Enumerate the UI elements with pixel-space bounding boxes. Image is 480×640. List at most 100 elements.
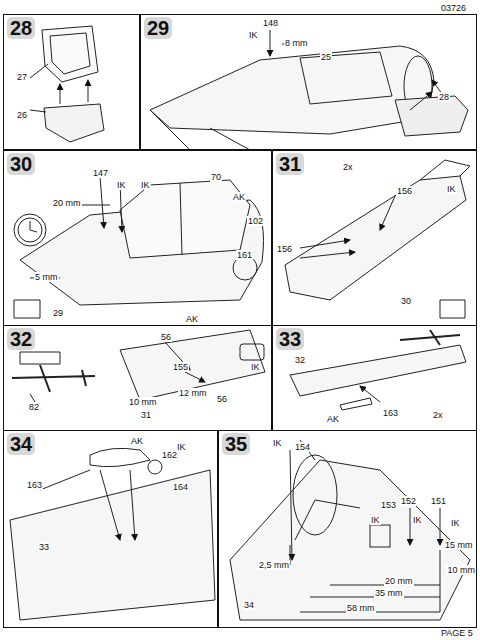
step-panel: 28 [3, 14, 140, 150]
drawing-stroke [30, 110, 46, 112]
callout-number: AK [326, 414, 340, 424]
callout-number: 15 mm [444, 540, 474, 550]
callout-number: 8 mm [284, 38, 309, 48]
callout-number: 26 [16, 110, 28, 120]
callout-number: 156 [276, 244, 293, 254]
drawing-stroke [14, 300, 40, 318]
drawing-stroke [40, 470, 90, 490]
drawing-stroke [30, 230, 37, 232]
step-number: 33 [276, 328, 304, 350]
step-panel: 33 [272, 325, 477, 431]
callout-number: 102 [247, 216, 264, 226]
drawing-stroke [44, 104, 104, 142]
callout-number: 161 [236, 250, 253, 260]
callout-number: 147 [92, 168, 109, 178]
callout-number: 56 [216, 394, 228, 404]
callout-number: 12 mm [178, 388, 208, 398]
drawing-stroke [120, 330, 265, 400]
drawing-stroke [240, 344, 264, 360]
callout-number: 10 mm [446, 565, 476, 575]
drawing-stroke [100, 470, 120, 540]
drawing-stroke [300, 52, 392, 104]
drawing-stroke [400, 330, 460, 345]
drawing-stroke [100, 176, 104, 228]
callout-number: 2x [342, 162, 354, 172]
step-panel: 30 [3, 150, 272, 326]
drawing-stroke [30, 64, 48, 78]
drawing-stroke [230, 460, 470, 620]
callout-number: 32 [294, 355, 306, 365]
callout-number: 5 mm [34, 272, 59, 282]
callout-number: 163 [382, 408, 399, 418]
step-number: 35 [222, 433, 250, 455]
callout-number: 25 [320, 52, 332, 62]
callout-number: IK [272, 438, 283, 448]
drawing-stroke [88, 80, 89, 102]
drawing-stroke [150, 46, 434, 134]
callout-number: 56 [160, 332, 172, 342]
drawing-stroke [150, 110, 250, 150]
drawing-stroke [20, 352, 60, 364]
drawing-stroke [30, 221, 31, 230]
callout-number: 03726 [440, 3, 467, 13]
callout-number: 20 mm [52, 198, 82, 208]
drawing-stroke [130, 470, 135, 540]
drawing-stroke [270, 30, 271, 56]
callout-number: 30 [400, 296, 412, 306]
drawing-stroke [18, 218, 42, 242]
callout-number: AK [185, 314, 199, 324]
drawing-stroke [420, 160, 470, 180]
drawing-stroke [285, 176, 466, 300]
drawing-stroke [14, 214, 46, 246]
callout-number: 31 [140, 410, 152, 420]
step-panel: 35 [218, 430, 477, 628]
callout-number: IK [116, 180, 127, 190]
drawing-stroke [10, 470, 215, 620]
drawing-stroke [290, 450, 292, 560]
callout-number: 33 [38, 542, 50, 552]
callout-number: IK [248, 30, 259, 40]
step-number: 29 [144, 17, 172, 39]
callout-number: IK [412, 515, 423, 525]
callout-number: 2,5 mm [258, 560, 290, 570]
drawing-stroke [295, 440, 360, 540]
callout-number: 29 [52, 308, 64, 318]
callout-number: IK [450, 518, 461, 528]
step-number: 31 [276, 153, 304, 175]
drawing-stroke [148, 460, 162, 474]
callout-number: 82 [28, 402, 40, 412]
drawing-stroke [12, 365, 95, 392]
step-panel: 32 [3, 325, 272, 431]
drawing-stroke [42, 26, 98, 82]
step-panel: 29 [140, 14, 477, 150]
callout-number: 20 mm [384, 576, 414, 586]
callout-number: 34 [243, 600, 255, 610]
callout-number: 152 [400, 496, 417, 506]
callout-number: 28 [438, 92, 450, 102]
callout-number: AK [232, 192, 246, 202]
callout-number: IK [176, 442, 187, 452]
drawing-stroke [395, 96, 468, 136]
callout-number: 58 mm [346, 603, 376, 613]
drawing-stroke [90, 448, 150, 466]
drawing-stroke [370, 525, 390, 547]
callout-number: 148 [262, 18, 279, 28]
callout-number: IK [446, 184, 457, 194]
drawing-stroke [180, 183, 182, 255]
drawing-stroke [10, 26, 470, 620]
callout-number: 153 [380, 500, 397, 510]
callout-number: PAGE 5 [440, 628, 474, 638]
drawing-stroke [50, 33, 90, 74]
callout-number: 151 [430, 496, 447, 506]
callout-number: 2x [432, 410, 444, 420]
step-number: 30 [7, 153, 35, 175]
callout-number: 10 mm [128, 397, 158, 407]
drawing-stroke [410, 508, 411, 545]
callout-number: 163 [26, 480, 43, 490]
callout-number: 156 [396, 186, 413, 196]
callout-number: 27 [16, 72, 28, 82]
drawing-stroke [340, 398, 372, 410]
callout-number: IK [370, 515, 381, 525]
step-number: 32 [7, 328, 35, 350]
